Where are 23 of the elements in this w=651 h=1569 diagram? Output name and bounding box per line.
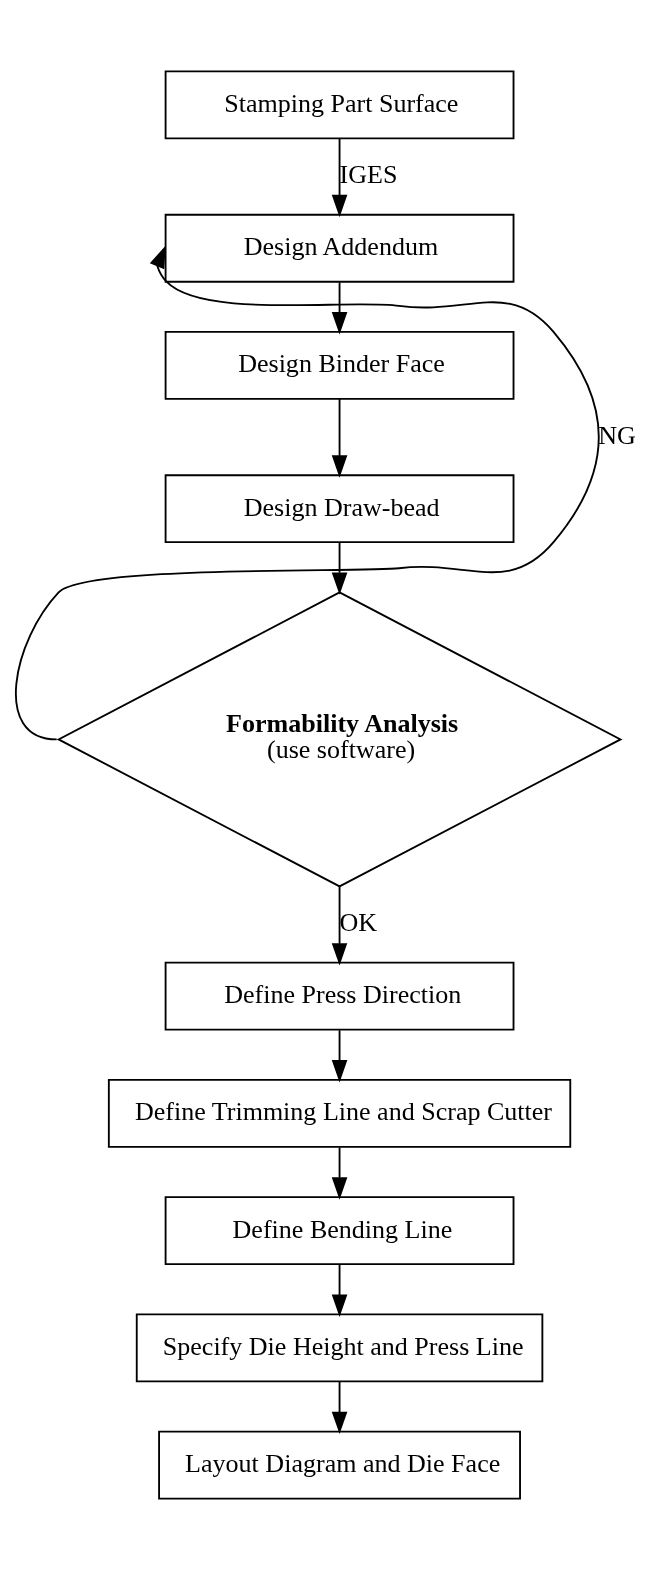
node-box: Define Trimming Line and Scrap Cutter [107,1078,572,1148]
node-box: Define Press Direction [164,961,515,1031]
node-box: Design Binder Face [164,330,515,400]
node-box: Design Addendum [164,213,515,283]
arrow [331,137,348,217]
edge-label: NG [598,420,636,450]
arrow [331,1380,348,1434]
arrow [331,1146,348,1200]
arrow [331,397,348,478]
arrow [15,245,600,740]
edge-label: OK [339,907,378,937]
node-box: Define Bending Line [164,1195,515,1265]
edge-label: IGES [339,159,398,189]
arrow [331,885,348,965]
node-box: Stamping Part Surface [164,70,515,139]
node-diamond: Formability Analysis (use software) [56,590,623,887]
node-box: Design Draw-bead [164,473,515,543]
arrow [331,280,348,334]
arrow [331,1263,348,1317]
node-box: Layout Diagram and Die Face [158,1430,521,1499]
arrow [331,1028,348,1082]
arrow [331,541,348,595]
node-box: Specify Die Height and Press Line [135,1312,544,1382]
